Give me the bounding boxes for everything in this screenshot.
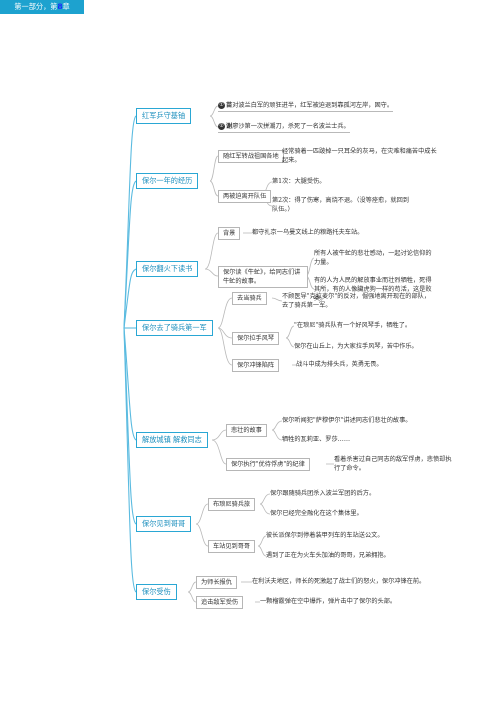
leaf-obeyed-order: 看着杀害过自己同志的敌军俘虏，悲愤却执行了命令。 [334,456,452,472]
subtopic-background[interactable]: 背景 [218,227,241,240]
subtopic-budyonny-brigade[interactable]: 布琅尼骑兵旅 [208,498,256,511]
branch-liberate-town[interactable]: 解放城镇 解救同志 [136,432,208,448]
subtopic-gadfly-story[interactable]: 保尔读《牛虻》，给同志们讲牛虻的故事。 [218,266,308,288]
leaf-behind-polish-lines: 保尔跟随骑兵团杀入波兰军团的后方。 [270,490,376,497]
subtopic-fighting-with-red-army[interactable]: 随红军转战祖国各地 [218,150,284,163]
leaf-brave-soldier: 战斗中成为排头兵，英勇无畏。 [296,361,383,368]
leaf-first-injury: 第1次：大腿受伤。 [272,178,326,185]
leaf-merged-with-collective: 保尔已经完全融化在这个集体里。 [270,510,363,517]
branch-reading-by-fire[interactable]: 保尔翻火下读书 [136,261,199,277]
subtopic-join-cavalry[interactable]: 去当骑兵 [232,292,267,305]
subtopic-avenge-commander[interactable]: 为师长报仇 [196,576,237,589]
leaf-shrapnel-head: 一颗榴霰弹在空中爆炸，弹片击中了保尔的头部。 [260,598,397,605]
branch-first-cavalry[interactable]: 保尔去了骑兵第一军 [136,320,213,336]
leaf-playing-for-comrades: 保尔在山丘上，为大家拉手风琴，苦中作乐。 [294,343,418,350]
leaf-moved-by-gadfly: 所有人被牛虻的悲壮感动，一起讨论信仰的力量。 [314,250,432,266]
leaf-meaningful-sacrifice: 有的人为人民的解放事业而壮烈牺牲，死得其所，有的人像臟虎狗一样的苟活，这是败类。 [314,277,432,302]
leaf-ignored-doctor: 不顾医导"克拉麦尔"的反对，倔强地离开现在的部队，去了骑兵第一军。 [282,293,431,309]
leaf-valya-rosa: 牺牲的瓦莉亚、罗莎…… [282,436,351,443]
leaf-lviv-charge: 在利沃夫地区，师长的死激起了战士们的怒火，保尔冲锋在前。 [252,578,426,585]
root-label: 第一部分，第 [14,2,58,11]
number-badge: ① [218,102,225,109]
branch-pavel-wounded[interactable]: 保尔受伤 [136,584,177,600]
subtopic-accordion[interactable]: 保尔拉手风琴 [232,332,280,345]
root-node[interactable]: 第一部分，第8章 [0,0,84,14]
branch-red-army-defense[interactable]: 红军乒守基铀 [136,108,192,124]
number-badge: ② [218,123,225,130]
leaf-gray-horse: 经常骑着一匹跛掉一只耳朵的灰马，在灾难和痛苦中成长起来。 [282,148,437,164]
leaf-samuel-story: 保尔听闻犯"萨穆伊尔"讲述同志们悲壮的故事。 [282,417,412,424]
subtopic-charge[interactable]: 保尔冲锋陷阵 [232,359,280,372]
subtopic-station-brother[interactable]: 车站见到哥哥 [208,540,256,553]
leaf-deliver-document: 彼长派保尔到停着装甲列车的车站送公文。 [266,532,384,539]
leaf-second-illness: 第2次：得了伤寒，高烧不退。（没等痊愈，就回到队伍。） [272,197,409,213]
subtopic-tragic-story[interactable]: 悲壮的故事 [226,424,267,437]
branch-meets-brother[interactable]: 保尔见到哥哥 [136,516,192,532]
root-chapter-number: 8 [57,2,63,11]
leaf-brothers-embrace: 遇到了正在为火车头加油的哥哥，兄弟拥抱。 [266,552,390,559]
leaf-station-guard: 都守扎京一乌曼文线上的粮路托夫车站。 [252,229,364,236]
leaf-accordion-player-died: "在琅尼"骑兵队有一个好风琴手，牺牲了。 [294,322,412,329]
subtopic-prisoner-discipline[interactable]: 保尔执行"优待俘虏"的纪律 [226,458,310,471]
subtopic-pursuit-wounded[interactable]: 追击敌军受伤 [196,596,244,609]
branch-pavel-year-experience[interactable]: 保尔一年的经历 [136,173,199,189]
root-suffix: 章 [62,2,70,11]
subtopic-left-unit-twice[interactable]: 两被迫离开队伍 [218,190,272,203]
